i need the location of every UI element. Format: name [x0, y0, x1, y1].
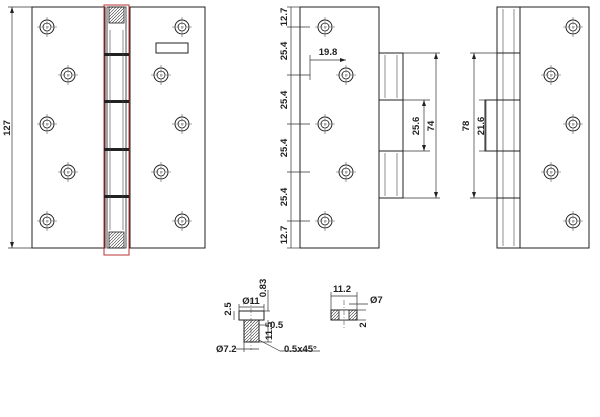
front-knuckle-outline [103, 4, 130, 256]
front-height-label: 127 [2, 120, 13, 136]
pin-head [238, 310, 265, 321]
pin-shaft-label: Ø7.2 [216, 344, 237, 355]
pitch-label-4: 25.4 [279, 138, 290, 157]
pitch-label-2: 25.4 [279, 41, 290, 60]
pin-detail: Ø11 2.5 0.83 11.5 0.5 Ø7.2 0.5x45° [216, 279, 320, 355]
washer-width-label: 11.2 [333, 284, 351, 295]
front-bottom-pin-tip [108, 231, 125, 249]
knuckle-label: 25.6 [411, 117, 422, 136]
hole-offset-label: 19.8 [319, 47, 338, 58]
front-top-pin-tip [108, 6, 125, 24]
side-pitch-ticks [287, 6, 310, 249]
pin-cap-label: 0.83 [258, 279, 269, 298]
pin-shaft [243, 319, 260, 343]
washer-thickness-label: 2 [358, 322, 369, 327]
rear-view: 78 21.6 [461, 6, 590, 249]
side-leaf [299, 6, 380, 249]
side-barrel [378, 52, 404, 199]
pin-head-label: 2.5 [223, 302, 234, 316]
front-view: 127 [2, 4, 206, 256]
barrel-label: 74 [426, 120, 437, 131]
pitch-label-1: 12.7 [279, 8, 290, 27]
rear-overall-label: 78 [461, 121, 472, 132]
rear-barrel [484, 6, 521, 249]
rear-inner-label: 21.6 [476, 117, 487, 136]
front-knuckle-segments [104, 30, 129, 230]
pin-diameter-label: Ø11 [242, 296, 260, 307]
pin-step-label: 0.5 [270, 320, 284, 331]
pin-chamfer-label: 0.5x45° [284, 344, 317, 355]
washer-detail: 11.2 Ø7 2 [330, 284, 383, 330]
pitch-label-3: 25.4 [279, 90, 290, 109]
pin-length-label: 11.5 [264, 321, 275, 340]
side-view: 12.7 25.4 25.4 25.4 25.4 12.7 19.8 [279, 6, 440, 249]
pitch-label-6: 12.7 [279, 226, 290, 245]
front-label-plate [155, 42, 189, 54]
pitch-label-5: 25.4 [279, 187, 290, 206]
washer-bore-label: Ø7 [370, 295, 383, 306]
